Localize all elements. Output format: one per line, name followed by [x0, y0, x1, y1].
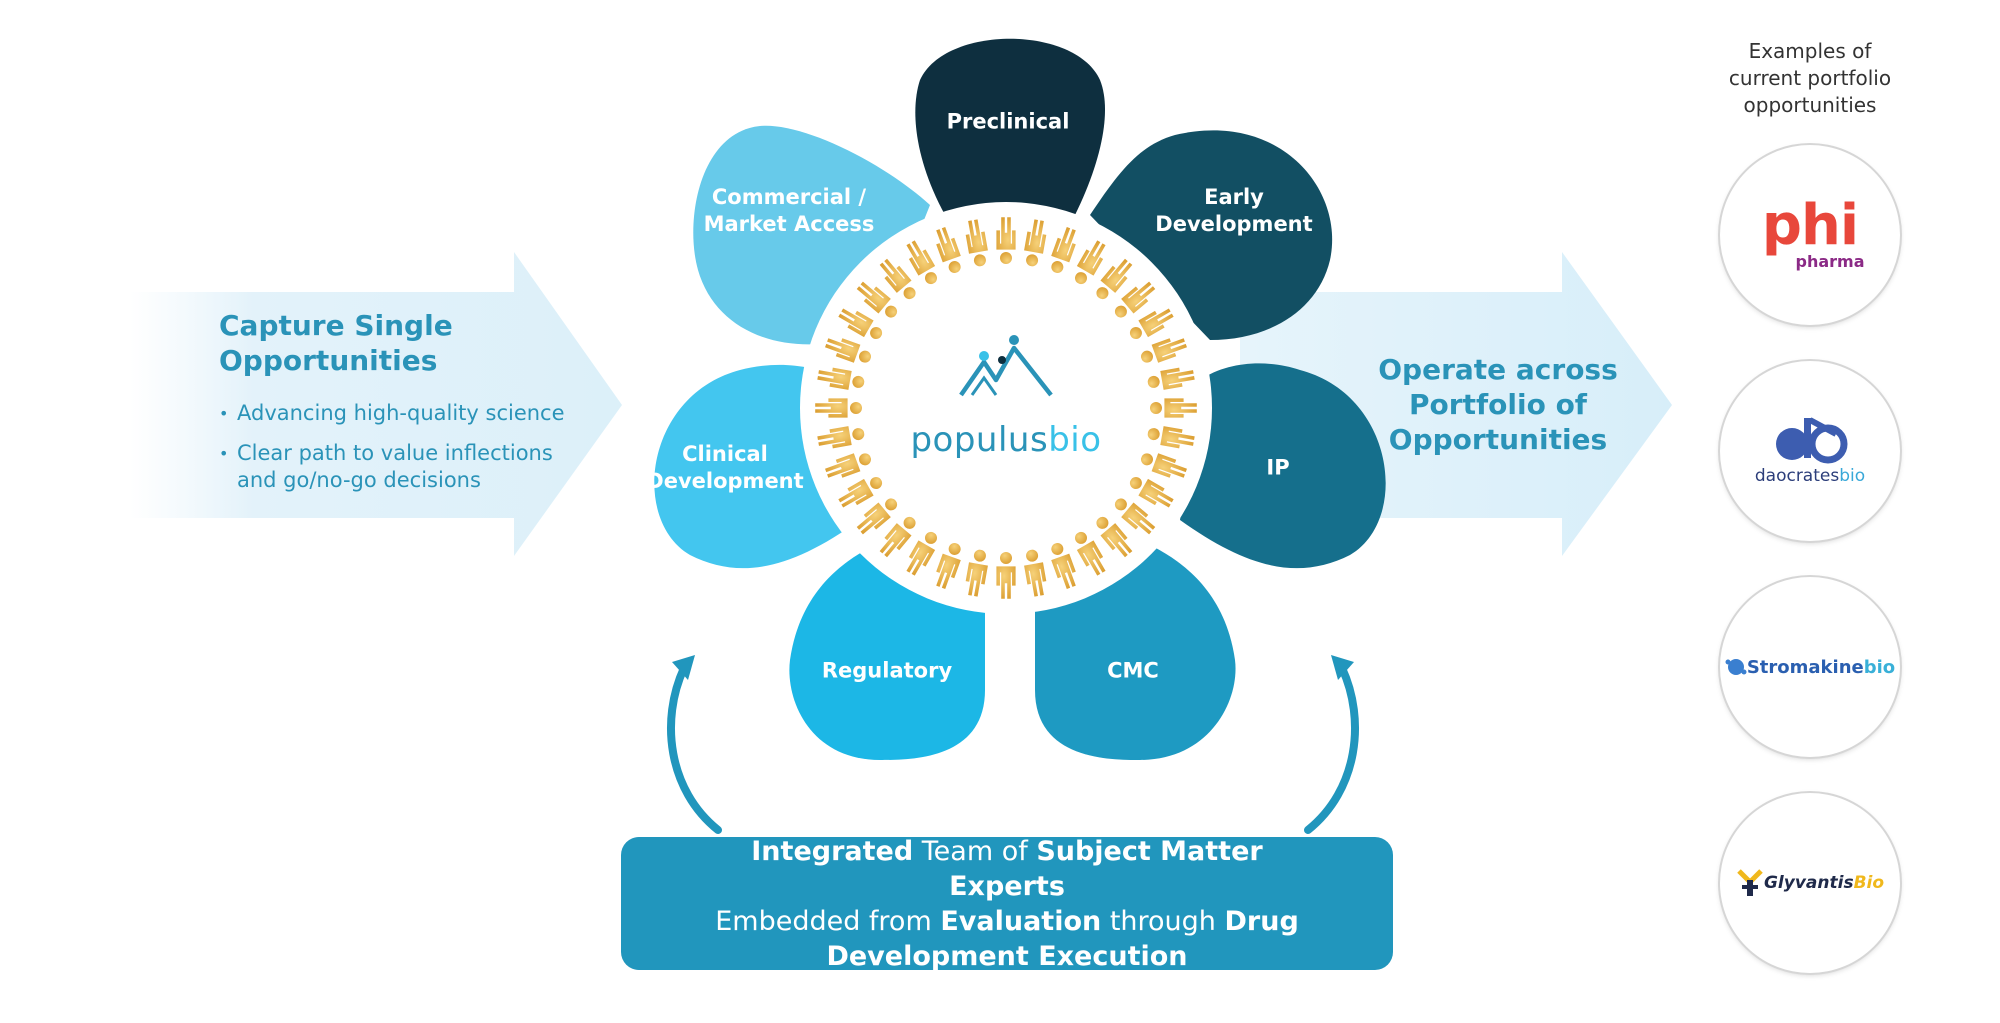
team-text-evaluation: Evaluation	[940, 905, 1102, 937]
populus-bio-wordmark: populusbio	[906, 420, 1106, 460]
logo-phi-pharma[interactable]: phi pharma	[1720, 145, 1900, 325]
daocrates-sub: bio	[1839, 466, 1866, 486]
brand-part-populus: populus	[910, 420, 1049, 460]
daocrates-logo-text: daocratesbio	[1755, 466, 1865, 486]
petal-label-commercial: Commercial / Market Access	[703, 185, 875, 236]
petal-label-ip: IP	[1266, 455, 1290, 480]
petal-label-preclinical: Preclinical	[946, 109, 1070, 134]
petal-label-cmc: CMC	[1107, 658, 1159, 683]
curved-arrow-right	[1304, 664, 1360, 834]
stromakine-cell-icon	[1725, 659, 1747, 675]
petal-cmc	[1035, 545, 1236, 760]
team-text-embedded-from: Embedded from	[715, 905, 941, 937]
team-text-sme: Subject Matter Experts	[949, 835, 1263, 902]
team-text-through: through	[1101, 905, 1225, 937]
stromakine-sub: bio	[1863, 656, 1896, 678]
left-bullet-2: Clear path to value inflections and go/n…	[219, 440, 567, 494]
team-text-integrated: Integrated	[751, 835, 914, 867]
left-bullet-1: Advancing high-quality science	[219, 400, 639, 427]
team-box-text: Integrated Team of Subject Matter Expert…	[707, 834, 1307, 974]
petal-ip	[1180, 363, 1386, 569]
curved-arrow-left-head	[672, 655, 695, 680]
brand-part-bio: bio	[1048, 420, 1102, 460]
curved-arrow-right-head	[1331, 655, 1354, 680]
daocrates-main: daocrates	[1754, 466, 1840, 486]
left-panel: Capture Single Opportunities Advancing h…	[219, 308, 639, 507]
glyvantis-sub: Bio	[1853, 873, 1885, 893]
petal-label-early-development: Early Development	[1155, 185, 1313, 236]
glyvantis-antibody-icon	[1737, 869, 1763, 896]
portfolio-examples-title: Examples of current portfolio opportunit…	[1728, 39, 1892, 117]
right-panel-title: Operate across Portfolio of Opportunitie…	[1378, 353, 1618, 456]
left-bullet-list: Advancing high-quality science Clear pat…	[219, 400, 639, 494]
team-text-team-of: Team of	[913, 835, 1037, 867]
curved-arrow-left	[666, 664, 722, 834]
daocrates-icon	[1776, 417, 1848, 464]
phi-logo-sub: pharma	[1795, 251, 1865, 271]
phi-logo-main: phi	[1761, 192, 1859, 258]
petal-label-clinical-development: Clinical Development	[646, 442, 804, 493]
petal-preclinical	[915, 38, 1106, 215]
left-panel-title: Capture Single Opportunities	[219, 309, 453, 377]
glyvantis-main: Glyvantis	[1763, 873, 1854, 893]
populus-logo-mark	[959, 335, 1053, 397]
center-circle	[800, 202, 1212, 614]
stromakine-main: Stromakine	[1746, 656, 1864, 678]
team-text-execution: Drug Development Execution	[826, 905, 1299, 972]
integrated-team-box: Integrated Team of Subject Matter Expert…	[621, 836, 1393, 972]
petal-label-regulatory: Regulatory	[821, 658, 953, 683]
petal-early-development	[1090, 130, 1333, 340]
logo-daocrates-bio[interactable]: daocratesbio	[1720, 361, 1900, 541]
